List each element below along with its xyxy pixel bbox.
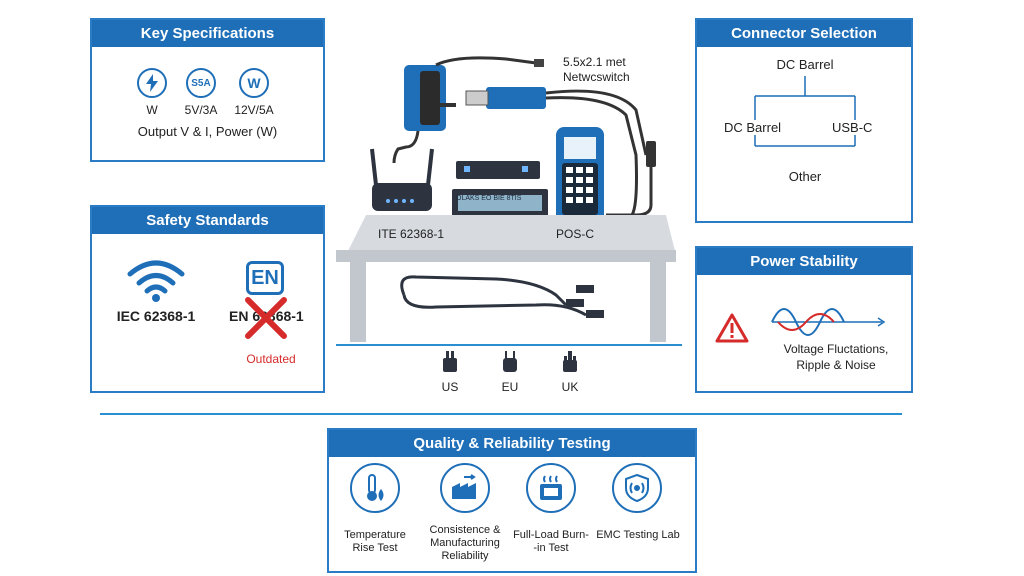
quality-item4-line1: EMC Testing Lab (596, 529, 680, 541)
center-illustration (336, 56, 676, 342)
outdated-label: Outdated (246, 352, 296, 366)
table-label-ite: ITE 62368-1 (378, 227, 445, 241)
plug-label-uk: UK (561, 380, 579, 394)
spec-label-watt: W (146, 103, 158, 117)
connector-bottom: Other (788, 169, 822, 184)
connector-right: USB-C (830, 120, 875, 135)
sine-wave-icon (771, 308, 886, 336)
network-switch-top (456, 161, 540, 179)
table-label-pos: POS-C (556, 227, 595, 241)
key-specs-panel: Key Specifications (90, 18, 325, 162)
cable-note-line1: 5.5x2.1 met (563, 55, 626, 69)
thermometer-icon (350, 463, 400, 513)
table-leg-left (350, 262, 366, 342)
power-line1: Voltage Fluctations, (783, 342, 889, 356)
amperage-badge-text: S5A (191, 77, 211, 89)
watt-badge: W (239, 68, 269, 98)
quality-item1-line1: Temperature (344, 529, 406, 541)
quality-title: Quality & Reliability Testing (329, 430, 695, 457)
spec-caption: Output V & I, Power (W) (137, 124, 278, 139)
usb-connector (486, 87, 546, 109)
key-specs-title: Key Specifications (92, 20, 323, 47)
us-plug-icon (443, 351, 457, 372)
plug-label-us: US (441, 380, 459, 394)
table-floor-line (336, 344, 682, 346)
quality-item3-line1: Full-Load Burn- (513, 529, 589, 541)
connector-tree (754, 76, 856, 147)
eu-plug-icon (503, 351, 517, 372)
section-divider (100, 413, 902, 415)
connector-title: Connector Selection (697, 20, 911, 47)
device-label: OLAKS EO BIE 8TIS (456, 195, 522, 202)
uk-plug-icon (563, 351, 577, 372)
en-badge-text: EN (251, 267, 279, 289)
quality-item2-line3: Reliability (441, 550, 489, 562)
connector-left: DC Barrel (722, 120, 784, 135)
en-badge: EN (246, 261, 284, 295)
emc-shield-icon (612, 463, 662, 513)
quality-item2-line1: Consistence & (429, 524, 501, 536)
quality-item1-line2: Rise Test (352, 542, 398, 554)
amperage-badge: S5A (186, 68, 216, 98)
spec-label-5v: 5V/3A (184, 103, 218, 117)
cable-note-line2: Netwcswitch (563, 70, 630, 84)
burn-in-icon (526, 463, 576, 513)
connector-panel: Connector Selection (695, 18, 913, 223)
quality-item3-line2: -in Test (533, 542, 569, 554)
lightning-icon (137, 68, 167, 98)
power-line2: Ripple & Noise (796, 358, 876, 372)
quality-item2-line2: Manufacturing (430, 537, 500, 549)
iec-label: IEC 62368-1 (116, 308, 196, 324)
safety-title: Safety Standards (92, 207, 323, 234)
router (372, 183, 432, 211)
connector-top: DC Barrel (776, 57, 834, 72)
power-stability-title: Power Stability (697, 248, 911, 275)
factory-icon (440, 463, 490, 513)
wifi-icon (127, 260, 185, 302)
table-top (346, 215, 676, 255)
plug-label-eu: EU (501, 380, 519, 394)
table-leg-right (650, 262, 666, 342)
spec-label-12v: 12V/5A (234, 103, 274, 117)
watt-badge-text: W (247, 75, 261, 91)
cross-mark-icon (245, 297, 287, 339)
warning-icon (715, 313, 749, 343)
